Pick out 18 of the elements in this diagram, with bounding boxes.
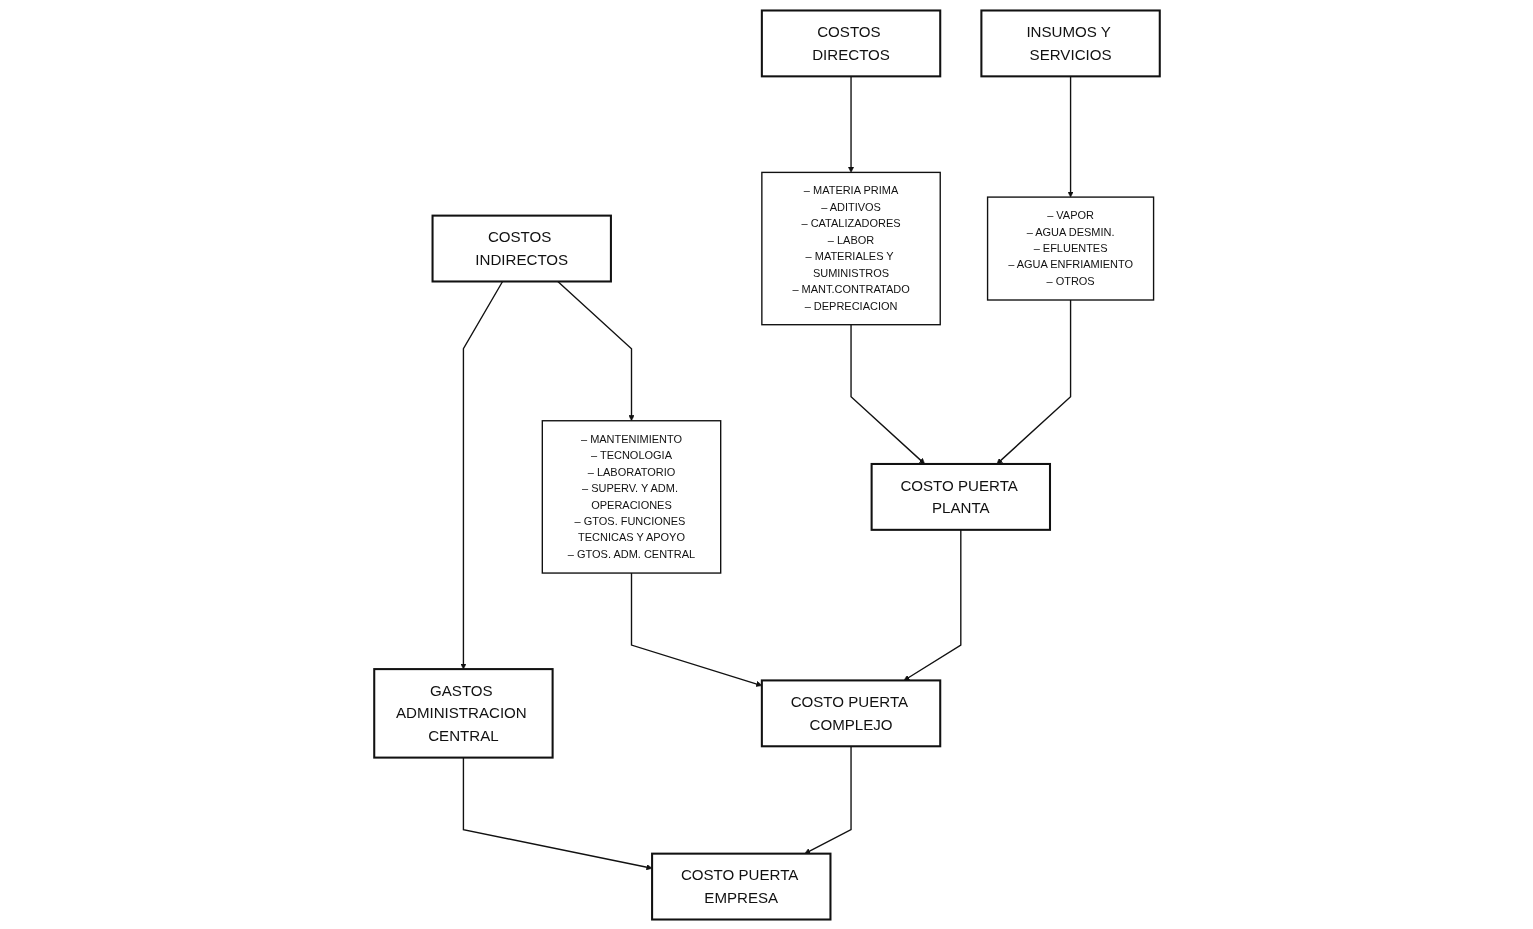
node-box: – MATERIA PRIMA – ADITIVOS – CATALIZADORES – LABOR – MATERIALES Y SUMINISTROS – MANT.CONTRATADO – DEPRECIACION: [760, 171, 941, 325]
arrow: [996, 298, 1071, 464]
arrow: [847, 75, 854, 173]
arrow: [804, 745, 852, 854]
node-box: COSTO PUERTA COMPLEJO: [760, 678, 941, 747]
arrow: [1067, 75, 1074, 197]
node-box: COSTO PUERTA EMPRESA: [650, 852, 831, 921]
node-box: COSTOS DIRECTOS: [760, 8, 941, 77]
node-box: GASTOS ADMINISTRACION CENTRAL: [372, 667, 554, 759]
node-box: INSUMOS Y SERVICIOS: [979, 8, 1161, 77]
node-box: COSTOS INDIRECTOS: [431, 214, 612, 282]
arrow: [556, 280, 634, 421]
arrow: [849, 323, 925, 464]
node-box: COSTO PUERTA PLANTA: [870, 462, 1051, 531]
node-box: – MANTENIMIENTO – TECNOLOGIA – LABORATORIO – SUPERV. Y ADM. OPERACIONES – GTOS. FUNCIONES TECNICAS Y APOYO – GTOS. ADM. CENTRAL: [541, 419, 721, 574]
node-box: – VAPOR – AGUA DESMIN. – EFLUENTES – AGUA ENFRIAMIENTO – OTROS: [986, 195, 1154, 301]
arrow: [630, 571, 762, 687]
arrow: [459, 280, 503, 669]
